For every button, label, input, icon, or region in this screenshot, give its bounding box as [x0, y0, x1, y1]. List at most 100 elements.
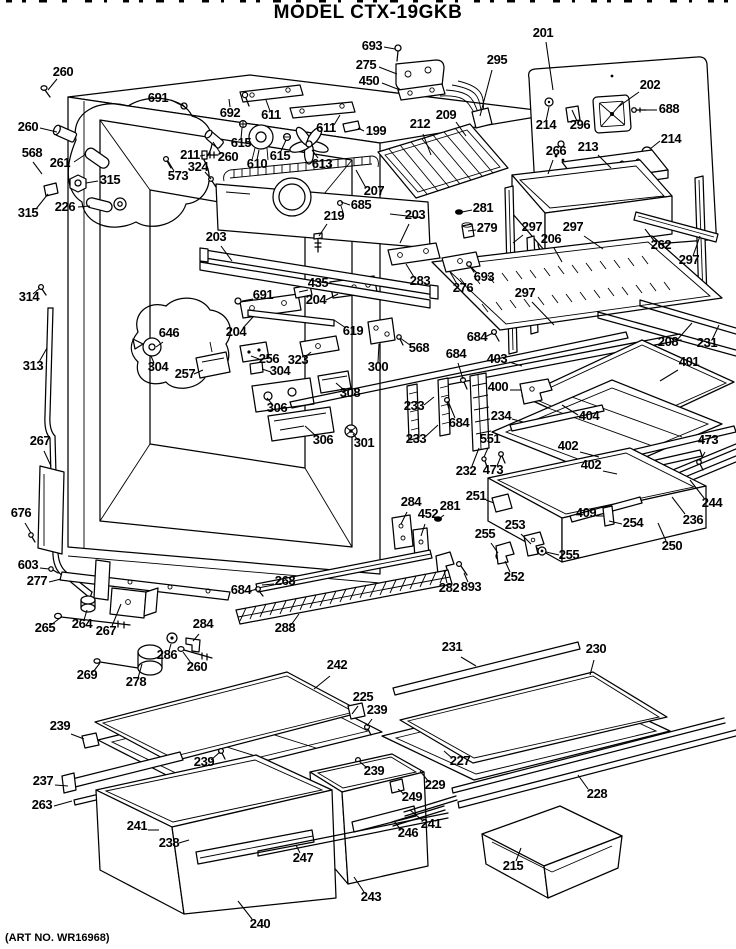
- part-label-206: 206: [541, 231, 562, 246]
- leader-line-284: [400, 511, 408, 525]
- leader-line-402: [602, 470, 618, 475]
- part-label-204: 204: [306, 292, 328, 307]
- leader-line-306: [304, 425, 317, 437]
- part-label-279: 279: [477, 220, 498, 235]
- part-label-207: 207: [364, 183, 385, 198]
- leader-line-256: [250, 355, 260, 360]
- leader-line-684: [484, 332, 494, 338]
- part-label-297: 297: [679, 252, 700, 267]
- part-label-610: 610: [247, 156, 268, 171]
- part-label-233: 233: [406, 431, 427, 446]
- leader-line-255: [545, 551, 560, 556]
- leader-line-219: [318, 223, 328, 237]
- leader-line-239: [70, 733, 85, 740]
- leader-line-212: [422, 133, 432, 156]
- leader-line-473: [496, 455, 502, 467]
- part-label-296: 296: [570, 117, 591, 132]
- leader-line-208: [676, 322, 693, 341]
- art-number: (ART NO. WR16968): [5, 932, 110, 944]
- leader-line-260: [47, 78, 58, 91]
- leader-line-230: [589, 659, 595, 676]
- part-label-234: 234: [491, 408, 513, 423]
- top-small-parts: [377, 44, 509, 199]
- part-label-568: 568: [409, 340, 430, 355]
- leader-line-308: [335, 382, 345, 391]
- leader-line-693: [469, 265, 478, 274]
- part-label-228: 228: [587, 786, 608, 801]
- part-label-281: 281: [473, 200, 494, 215]
- leader-line-692: [228, 98, 231, 108]
- part-label-284: 284: [401, 494, 423, 509]
- leader-line-204: [242, 316, 254, 329]
- part-label-238: 238: [159, 835, 180, 850]
- leader-line-568: [399, 337, 411, 346]
- leader-line-276: [449, 271, 458, 285]
- part-label-241: 241: [421, 816, 442, 831]
- part-label-208: 208: [658, 334, 679, 349]
- leader-line-239: [210, 751, 221, 761]
- part-label-204: 204: [226, 324, 248, 339]
- leader-line-204: [325, 293, 339, 301]
- leader-line-684: [457, 362, 464, 380]
- leader-line-236: [671, 496, 686, 515]
- part-label-684: 684: [446, 346, 468, 361]
- part-label-619: 619: [343, 323, 364, 338]
- leader-line-401: [659, 369, 679, 382]
- part-label-267: 267: [30, 433, 51, 448]
- leader-line-203: [399, 223, 410, 244]
- part-label-243: 243: [361, 889, 382, 904]
- leader-line-315: [85, 180, 99, 184]
- leader-line-268: [261, 583, 275, 586]
- part-label-244: 244: [702, 495, 724, 510]
- part-label-295: 295: [487, 52, 508, 67]
- part-label-240: 240: [250, 916, 271, 931]
- part-label-199: 199: [366, 123, 387, 138]
- part-label-211: 211: [180, 147, 200, 162]
- part-label-251: 251: [466, 488, 487, 503]
- leader-line-265: [50, 617, 61, 626]
- part-label-300: 300: [368, 359, 389, 374]
- part-label-229: 229: [425, 777, 446, 792]
- part-label-304: 304: [148, 359, 170, 374]
- leader-line-295: [479, 69, 493, 117]
- part-label-219: 219: [324, 208, 345, 223]
- shelf-track-strips: [396, 328, 500, 452]
- leader-line-260: [182, 651, 192, 664]
- part-label-278: 278: [126, 674, 147, 689]
- leader-line-246: [393, 820, 402, 831]
- leader-line-237: [54, 784, 69, 787]
- leader-line-209: [455, 121, 467, 137]
- part-label-254: 254: [623, 515, 645, 530]
- leader-line-260: [39, 127, 58, 133]
- part-label-233: 233: [404, 398, 425, 413]
- part-label-684: 684: [231, 582, 253, 597]
- evaporator-fan-cluster: [180, 84, 431, 253]
- fan-blade: [289, 126, 329, 165]
- leader-line-239: [358, 760, 368, 769]
- part-label-260: 260: [218, 149, 239, 164]
- part-label-646: 646: [159, 325, 180, 340]
- part-label-239: 239: [194, 754, 215, 769]
- part-label-402: 402: [558, 438, 579, 453]
- part-label-611: 611: [261, 107, 281, 122]
- leader-line-300: [377, 343, 380, 363]
- leader-line-573: [167, 160, 175, 172]
- part-label-693: 693: [362, 38, 383, 53]
- leader-line-297: [692, 235, 701, 257]
- part-label-201: 201: [533, 25, 554, 40]
- part-label-402: 402: [581, 457, 602, 472]
- part-label-324: 324: [188, 159, 210, 174]
- part-label-288: 288: [275, 620, 296, 635]
- crisper-drawers: [95, 753, 458, 915]
- side-rails-and-rack: [289, 175, 736, 409]
- part-label-615: 615: [270, 148, 291, 163]
- part-label-323: 323: [288, 352, 309, 367]
- leader-line-279: [467, 229, 477, 232]
- leader-line-693: [383, 46, 396, 50]
- leader-line-297: [531, 301, 555, 326]
- leader-line-214: [545, 106, 550, 122]
- part-label-404: 404: [579, 408, 601, 423]
